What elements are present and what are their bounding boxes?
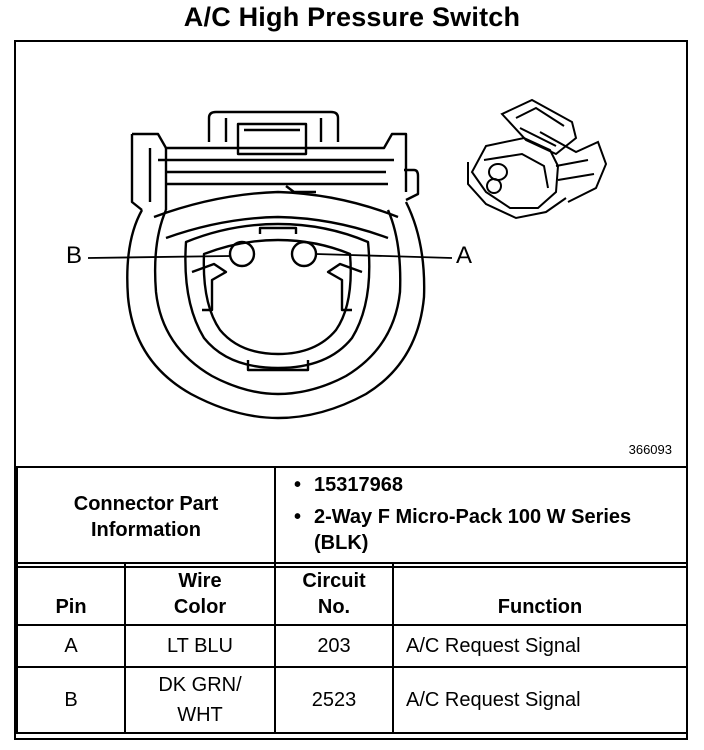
figure-id: 366093 (628, 442, 672, 457)
header-wire-color: Wire Color (124, 562, 276, 626)
function-cell: A/C Request Signal (392, 624, 688, 668)
table-row: A LT BLU 203 A/C Request Signal (16, 624, 688, 668)
connector-photo-drawing (467, 98, 608, 220)
connector-face-drawing (87, 98, 608, 420)
pin-table: Pin Wire Color Circuit No. Function A LT… (16, 562, 688, 734)
wire-color-cell: LT BLU (124, 624, 276, 668)
header-function: Function (392, 562, 688, 626)
page-title: A/C High Pressure Switch (183, 2, 521, 32)
header-circuit: Circuit No. (274, 562, 394, 626)
part-number-item: •15317968 (294, 474, 403, 496)
circuit-cell: 203 (274, 624, 394, 668)
function-cell: A/C Request Signal (392, 666, 688, 734)
header-pin: Pin (16, 562, 126, 626)
connector-diagram: B A 366093 (16, 42, 686, 466)
connector-part-label: Connector Part Information (16, 466, 276, 568)
pin-a-label: A (456, 242, 473, 269)
pin-cell: B (16, 666, 126, 734)
connector-part-list: •15317968 •2-Way F Micro-Pack 100 W Seri… (274, 466, 688, 568)
connector-frame: B A 366093 Connector Part Information •1… (14, 40, 688, 740)
circuit-cell: 2523 (274, 666, 394, 734)
part-description-item: •2-Way F Micro-Pack 100 W Series (BLK) (294, 506, 632, 554)
connector-info-table: Connector Part Information •15317968 •2-… (16, 466, 688, 568)
pin-cell: A (16, 624, 126, 668)
wire-color-cell: DK GRN/ WHT (124, 666, 276, 734)
pin-b-label: B (66, 242, 83, 269)
table-row: B DK GRN/ WHT 2523 A/C Request Signal (16, 666, 688, 734)
